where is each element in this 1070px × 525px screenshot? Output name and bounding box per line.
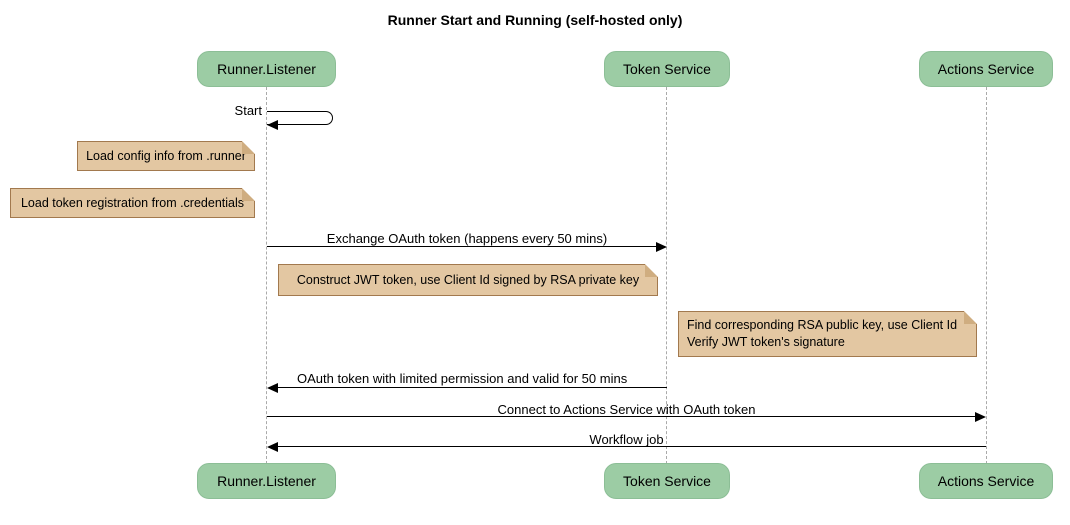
note-text: Load token registration from .credential… xyxy=(20,196,245,210)
participant-runner-listener-bottom: Runner.Listener xyxy=(197,463,336,499)
self-message-loop xyxy=(267,111,333,125)
message-label-workflow-job: Workflow job xyxy=(589,432,664,447)
message-label-connect-actions: Connect to Actions Service with OAuth to… xyxy=(497,402,756,417)
note-text: Load config info from .runner xyxy=(86,149,246,163)
message-label-exchange-oauth: Exchange OAuth token (happens every 50 m… xyxy=(326,231,608,246)
message-label-start: Start xyxy=(234,103,262,118)
participant-actions-service-top: Actions Service xyxy=(919,51,1053,87)
note-verify-jwt: Find corresponding RSA public key, use C… xyxy=(678,311,977,357)
diagram-title: Runner Start and Running (self-hosted on… xyxy=(387,12,683,28)
lifeline-token-service xyxy=(666,87,667,464)
arrowhead-left-icon xyxy=(267,383,278,393)
note-text-line2: Verify JWT token's signature xyxy=(687,335,845,349)
message-line xyxy=(276,387,667,388)
note-text: Construct JWT token, use Client Id signe… xyxy=(296,273,640,287)
arrowhead-left-icon xyxy=(267,442,278,452)
arrowhead-right-icon xyxy=(975,412,986,422)
note-text-line1: Find corresponding RSA public key, use C… xyxy=(687,318,958,332)
message-line xyxy=(276,446,986,447)
note-load-token-registration: Load token registration from .credential… xyxy=(10,188,255,218)
lifeline-runner-listener xyxy=(266,87,267,464)
participant-runner-listener-top: Runner.Listener xyxy=(197,51,336,87)
note-construct-jwt: Construct JWT token, use Client Id signe… xyxy=(278,264,658,296)
note-load-config: Load config info from .runner xyxy=(77,141,255,171)
message-label-oauth-token-reply: OAuth token with limited permission and … xyxy=(297,371,628,386)
arrowhead-right-icon xyxy=(656,242,667,252)
participant-token-service-bottom: Token Service xyxy=(604,463,730,499)
arrowhead-left-icon xyxy=(267,120,278,130)
participant-actions-service-bottom: Actions Service xyxy=(919,463,1053,499)
message-line xyxy=(267,416,978,417)
message-line xyxy=(267,246,659,247)
lifeline-actions-service xyxy=(986,87,987,464)
participant-token-service-top: Token Service xyxy=(604,51,730,87)
